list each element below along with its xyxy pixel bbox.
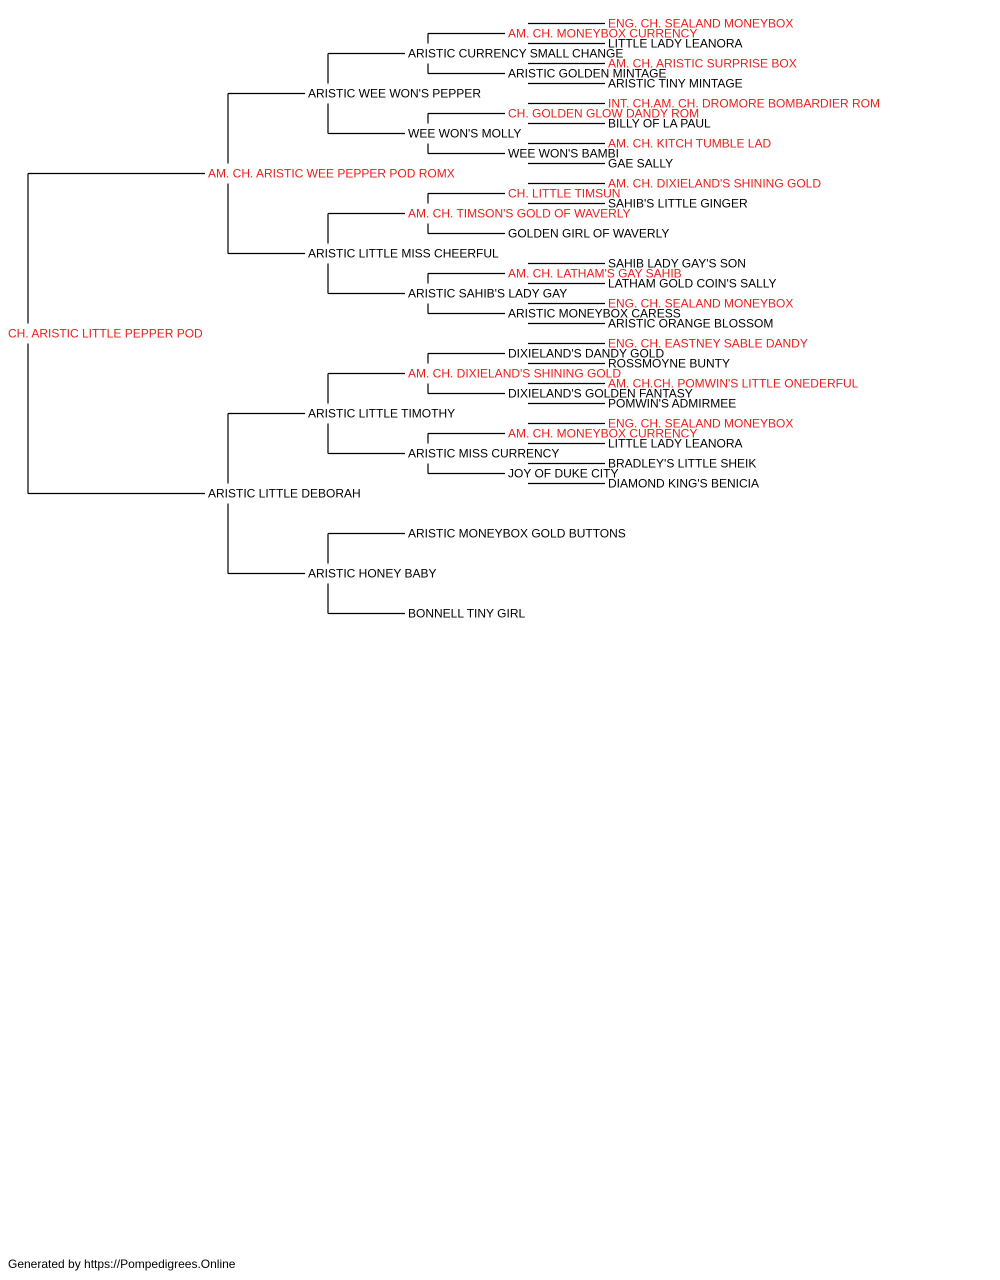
dog-name-wee-won-s-bambi: WEE WON'S BAMBI: [508, 147, 619, 161]
dog-name-ch-little-timsun: CH. LITTLE TIMSUN: [508, 187, 620, 201]
dog-name-little-lady-leanora: LITTLE LADY LEANORA: [608, 437, 743, 451]
dog-name-aristic-tiny-mintage: ARISTIC TINY MINTAGE: [608, 77, 743, 91]
pedigree-tree: CH. ARISTIC LITTLE PEPPER POD AM. CH. ARI…: [8, 17, 880, 621]
dog-name-eng-ch-sealand-moneybox: ENG. CH. SEALAND MONEYBOX: [608, 417, 793, 431]
dog-name-latham-gold-coin-s-sally: LATHAM GOLD COIN'S SALLY: [608, 277, 777, 291]
dog-name-aristic-honey-baby: ARISTIC HONEY BABY: [308, 567, 436, 581]
dog-name-am-ch-dixieland-s-shining-gold: AM. CH. DIXIELAND'S SHINING GOLD: [408, 367, 621, 381]
dog-name-golden-girl-of-waverly: GOLDEN GIRL OF WAVERLY: [508, 227, 669, 241]
dog-name-billy-of-la-paul: BILLY OF LA PAUL: [608, 117, 711, 131]
dog-name-am-ch-aristic-wee-pepper-pod-romx: AM. CH. ARISTIC WEE PEPPER POD ROMX: [208, 167, 455, 181]
dog-name-dixieland-s-golden-fantasy: DIXIELAND'S GOLDEN FANTASY: [508, 387, 693, 401]
dog-name-gae-sally: GAE SALLY: [608, 157, 673, 171]
dog-name-sahib-lady-gay-s-son: SAHIB LADY GAY'S SON: [608, 257, 746, 271]
dog-name-ch-aristic-little-pepper-pod: CH. ARISTIC LITTLE PEPPER POD: [8, 327, 203, 341]
dog-name-int-ch-am-ch-dromore-bombardier-rom: INT. CH.AM. CH. DROMORE BOMBARDIER ROM: [608, 97, 880, 111]
footer-credit: Generated by https://Pompedigrees.Online: [8, 1257, 236, 1271]
dog-name-am-ch-dixieland-s-shining-gold: AM. CH. DIXIELAND'S SHINING GOLD: [608, 177, 821, 191]
dog-name-aristic-moneybox-gold-buttons: ARISTIC MONEYBOX GOLD BUTTONS: [408, 527, 626, 541]
dog-name-aristic-moneybox-caress: ARISTIC MONEYBOX CARESS: [508, 307, 681, 321]
dog-name-am-ch-aristic-surprise-box: AM. CH. ARISTIC SURPRISE BOX: [608, 57, 797, 71]
dog-name-wee-won-s-molly: WEE WON'S MOLLY: [408, 127, 521, 141]
dog-name-aristic-little-timothy: ARISTIC LITTLE TIMOTHY: [308, 407, 455, 421]
dog-name-am-ch-latham-s-gay-sahib: AM. CH. LATHAM'S GAY SAHIB: [508, 267, 682, 281]
dog-name-sahib-s-little-ginger: SAHIB'S LITTLE GINGER: [608, 197, 748, 211]
dog-name-aristic-miss-currency: ARISTIC MISS CURRENCY: [408, 447, 559, 461]
dog-name-aristic-little-deborah: ARISTIC LITTLE DEBORAH: [208, 487, 361, 501]
dog-name-diamond-king-s-benicia: DIAMOND KING'S BENICIA: [608, 477, 759, 491]
dog-name-am-ch-moneybox-currency: AM. CH. MONEYBOX CURRENCY: [508, 27, 697, 41]
dog-name-am-ch-ch-pomwin-s-little-onederful: AM. CH.CH. POMWIN'S LITTLE ONEDERFUL: [608, 377, 859, 391]
dog-name-dixieland-s-dandy-gold: DIXIELAND'S DANDY GOLD: [508, 347, 664, 361]
dog-name-rossmoyne-bunty: ROSSMOYNE BUNTY: [608, 357, 730, 371]
dog-name-aristic-sahib-s-lady-gay: ARISTIC SAHIB'S LADY GAY: [408, 287, 567, 301]
dog-name-aristic-golden-mintage: ARISTIC GOLDEN MINTAGE: [508, 67, 666, 81]
dog-name-joy-of-duke-city: JOY OF DUKE CITY: [508, 467, 618, 481]
dog-name-little-lady-leanora: LITTLE LADY LEANORA: [608, 37, 743, 51]
dog-name-bradley-s-little-sheik: BRADLEY'S LITTLE SHEIK: [608, 457, 756, 471]
dog-name-eng-ch-sealand-moneybox: ENG. CH. SEALAND MONEYBOX: [608, 297, 793, 311]
dog-name-ch-golden-glow-dandy-rom: CH. GOLDEN GLOW DANDY ROM: [508, 107, 699, 121]
dog-name-pomwin-s-admirmee: POMWIN'S ADMIRMEE: [608, 397, 736, 411]
dog-name-bonnell-tiny-girl: BONNELL TINY GIRL: [408, 607, 525, 621]
dog-name-eng-ch-sealand-moneybox: ENG. CH. SEALAND MONEYBOX: [608, 17, 793, 31]
dog-name-aristic-orange-blossom: ARISTIC ORANGE BLOSSOM: [608, 317, 773, 331]
dog-name-am-ch-moneybox-currency: AM. CH. MONEYBOX CURRENCY: [508, 427, 697, 441]
dog-name-aristic-little-miss-cheerful: ARISTIC LITTLE MISS CHEERFUL: [308, 247, 499, 261]
dog-name-am-ch-timson-s-gold-of-waverly: AM. CH. TIMSON'S GOLD OF WAVERLY: [408, 207, 631, 221]
dog-name-aristic-wee-won-s-pepper: ARISTIC WEE WON'S PEPPER: [308, 87, 481, 101]
dog-name-eng-ch-eastney-sable-dandy: ENG. CH. EASTNEY SABLE DANDY: [608, 337, 808, 351]
dog-name-aristic-currency-small-change: ARISTIC CURRENCY SMALL CHANGE: [408, 47, 623, 61]
dog-name-am-ch-kitch-tumble-lad: AM. CH. KITCH TUMBLE LAD: [608, 137, 771, 151]
